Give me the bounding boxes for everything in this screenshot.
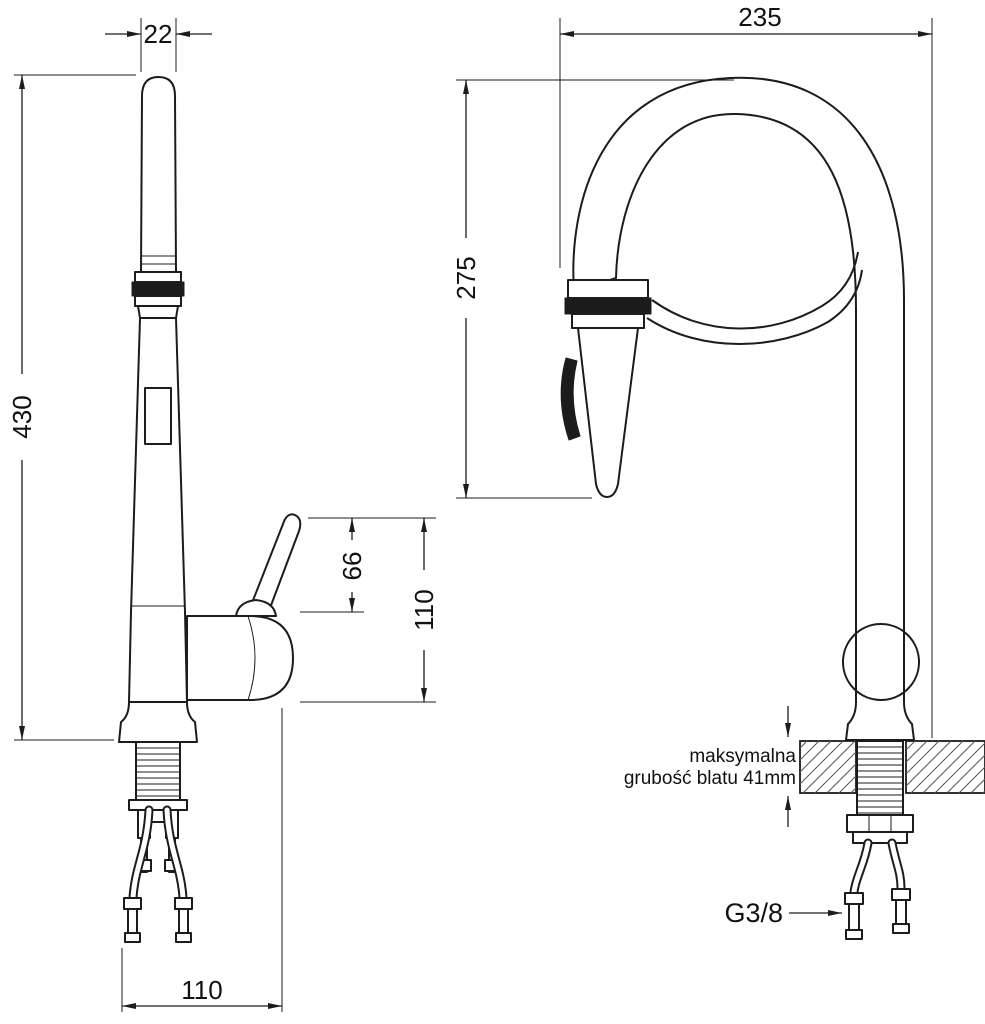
hose-b-tip (892, 923, 910, 934)
sprayer-head (577, 327, 639, 498)
flex-hose-upper-edge (651, 251, 859, 330)
shank-threads-right (858, 746, 902, 814)
countertop-hatch-left (799, 740, 857, 794)
hose-left-core (130, 807, 152, 901)
label-total-height: 430 (7, 395, 37, 438)
shank-threads (137, 747, 179, 797)
dimensions-left-view: 22 430 66 110 110 (7, 18, 439, 1012)
hose-b-nut (891, 888, 911, 901)
hose-b-core (889, 840, 904, 891)
valve-cap-line (247, 615, 256, 701)
label-halo-lever-height (338, 540, 366, 592)
ext-lines-base-depth (121, 708, 283, 1012)
hose-a-tip (845, 929, 863, 940)
mounting-shank-right (856, 740, 904, 816)
hose-a-core (851, 840, 871, 895)
faucet-body (128, 317, 188, 703)
hose-right-tip (175, 932, 192, 943)
right-faucet-view (560, 76, 985, 940)
base-sphere-joint (842, 623, 920, 701)
sprayer-holder-bottom (571, 313, 645, 329)
faucet-base (118, 701, 198, 743)
ext-lines-spout-width (140, 18, 177, 72)
ext-lines-total-height (14, 74, 136, 741)
label-spout-width: 22 (144, 19, 173, 49)
dimensions-right-view: 235 275 maksymalna grubość blatu 41mm G3… (451, 2, 933, 928)
mounting-plate (128, 799, 188, 811)
shank-nut (846, 814, 914, 833)
spout-arc-body (572, 76, 915, 741)
flex-hose-lower-edge (646, 269, 863, 345)
countertop-hatch-right (905, 740, 985, 794)
mounting-shank (135, 741, 181, 801)
label-lever-height: 66 (337, 552, 367, 581)
mounting-bracket-right (852, 831, 908, 844)
hose-a-ferrule (848, 903, 860, 931)
shank-nut-facets (868, 815, 892, 832)
sprayer-holder-grip (564, 297, 652, 315)
sprayer-clip (560, 357, 581, 441)
hose-left-tip (124, 932, 141, 943)
valve-body (186, 615, 294, 701)
label-halo-body-height (410, 570, 438, 650)
hose-left-ferrule (127, 908, 138, 934)
lever-dome (235, 599, 277, 617)
ext-lines-spout-reach (559, 18, 933, 738)
body-window (144, 387, 172, 445)
sprayer-holder-top (567, 279, 649, 299)
wand-rings (141, 255, 176, 265)
collar-taper (137, 305, 179, 319)
hose-right-core (164, 807, 186, 901)
label-spout-clearance: 275 (451, 256, 481, 299)
note-countertop-line2: grubość blatu 41mm (624, 768, 796, 789)
lever-handle (249, 513, 302, 617)
collar-band (131, 281, 185, 297)
collar-bottom (134, 295, 182, 307)
label-thread-size: G3/8 (724, 898, 783, 928)
label-base-depth: 110 (181, 975, 222, 1005)
hose-a-nut (844, 892, 864, 905)
collar-top (134, 271, 182, 283)
hose-right-nut (174, 897, 193, 910)
note-countertop-line1: maksymalna (689, 746, 796, 767)
hose-right-ferrule (178, 908, 189, 934)
left-faucet-view (118, 76, 302, 943)
hose-left-nut (123, 897, 142, 910)
spray-wand (140, 76, 177, 273)
label-body-height: 110 (409, 589, 439, 630)
hose-b-ferrule (895, 899, 907, 925)
label-halo-spout-clearance (452, 238, 480, 318)
ext-lines-spout-clearance (456, 79, 734, 499)
label-spout-reach: 235 (738, 2, 781, 32)
label-halo-total-height (8, 374, 36, 460)
